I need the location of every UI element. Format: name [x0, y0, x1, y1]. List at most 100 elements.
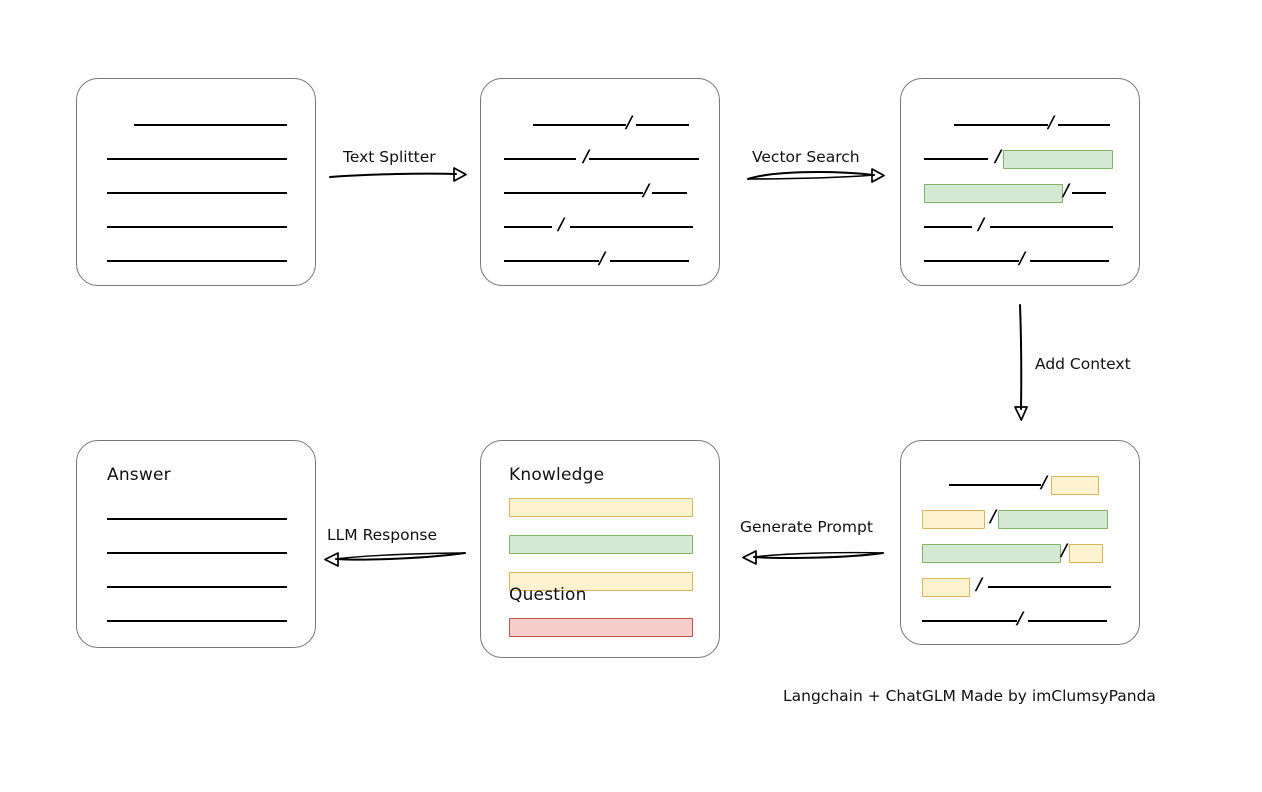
arrow-generate-prompt [738, 545, 884, 567]
text-line-row: / [481, 214, 719, 237]
text-line-row: / [901, 248, 1139, 271]
chunk-separator: / [990, 506, 997, 527]
text-underline [924, 226, 972, 228]
chunk-separator: / [1017, 608, 1024, 629]
chunk-separator: / [1063, 180, 1070, 201]
text-underline [504, 226, 552, 228]
text-line-row [77, 543, 315, 563]
highlight-chip-green [998, 509, 1109, 529]
text-underline [1072, 192, 1107, 194]
arrow-vector-search [747, 165, 888, 187]
text-line-row [77, 183, 315, 203]
text-line-row: / [481, 180, 719, 203]
chunk-separator: / [1019, 248, 1026, 269]
answer-card: Answer [76, 440, 316, 648]
knowledge-label: Knowledge [509, 465, 605, 485]
text-underline [924, 158, 988, 160]
text-line-row [77, 577, 315, 597]
label-add-context: Add Context [1035, 355, 1131, 373]
text-underline [589, 158, 700, 160]
text-underline [504, 192, 643, 194]
arrow-add-context [1012, 304, 1036, 423]
chunk-separator: / [583, 146, 590, 167]
knowledge-bar-yellow [509, 572, 693, 591]
text-underline [107, 158, 287, 160]
text-underline [988, 586, 1112, 588]
label-vector-search: Vector Search [752, 148, 860, 166]
chunk-separator: / [1048, 112, 1055, 133]
label-llm-response: LLM Response [327, 526, 438, 544]
text-line-row [77, 149, 315, 169]
chunk-separator: / [626, 112, 633, 133]
split-chunks-card: / / / / / [480, 78, 720, 286]
text-underline [107, 226, 287, 228]
source-document-lines [77, 79, 315, 285]
arrow-text-splitter [329, 165, 470, 187]
text-underline [504, 158, 576, 160]
text-underline [922, 620, 1017, 622]
highlight-chip-green [922, 543, 1061, 563]
highlight-chip-green [1003, 149, 1114, 169]
text-underline [107, 192, 287, 194]
text-line-row [77, 509, 315, 529]
highlight-chip-yellow [1051, 475, 1100, 495]
text-line-row: / [901, 146, 1139, 169]
text-underline [954, 124, 1048, 126]
text-underline [570, 226, 694, 228]
chunk-separator: / [995, 146, 1002, 167]
text-underline [107, 260, 287, 262]
arrow-llm-response [320, 547, 466, 569]
prompt-card: Knowledge Question [480, 440, 720, 658]
footer-credit: Langchain + ChatGLM Made by imClumsyPand… [783, 687, 1156, 705]
text-line-row: / [901, 540, 1139, 563]
answer-lines [77, 441, 315, 647]
answer-label: Answer [107, 465, 171, 485]
text-underline [107, 518, 287, 520]
text-line-row: / [481, 112, 719, 135]
text-underline [1028, 620, 1108, 622]
label-generate-prompt: Generate Prompt [740, 518, 873, 536]
retrieved-chunks-lines: / / / / / [901, 79, 1139, 285]
text-underline [636, 124, 690, 126]
text-line-row: / [901, 506, 1139, 529]
text-line-row [77, 115, 315, 135]
chunk-separator: / [643, 180, 650, 201]
text-underline [504, 260, 599, 262]
text-underline [533, 124, 626, 126]
text-underline [107, 620, 287, 622]
knowledge-bar-yellow [509, 498, 693, 517]
retrieved-chunks-card: / / / / / [900, 78, 1140, 286]
text-line-row [77, 217, 315, 237]
text-line-row: / [901, 474, 1139, 495]
text-underline [652, 192, 688, 194]
text-line-row: / [481, 146, 719, 169]
text-underline [949, 484, 1041, 486]
split-chunks-lines: / / / / / [481, 79, 719, 285]
highlight-chip-yellow [922, 577, 970, 597]
text-line-row: / [901, 180, 1139, 203]
text-underline [990, 226, 1114, 228]
text-line-row: / [901, 574, 1139, 597]
text-line-row: / [901, 112, 1139, 135]
context-card: / / / / / [900, 440, 1140, 645]
text-line-row: / [901, 214, 1139, 237]
text-line-row [77, 611, 315, 631]
text-underline [134, 124, 287, 126]
text-underline [1058, 124, 1111, 126]
highlight-chip-green [924, 183, 1063, 203]
text-line-row: / [481, 248, 719, 271]
source-document-card [76, 78, 316, 286]
knowledge-bar-green [509, 535, 693, 554]
chunk-separator: / [599, 248, 606, 269]
text-line-row [77, 251, 315, 271]
highlight-chip-yellow [1069, 543, 1104, 563]
label-text-splitter: Text Splitter [343, 148, 436, 166]
chunk-separator: / [976, 574, 983, 595]
chunk-separator: / [558, 214, 565, 235]
text-underline [107, 552, 287, 554]
text-underline [610, 260, 690, 262]
text-underline [107, 586, 287, 588]
chunk-separator: / [1061, 540, 1068, 561]
chunk-separator: / [978, 214, 985, 235]
